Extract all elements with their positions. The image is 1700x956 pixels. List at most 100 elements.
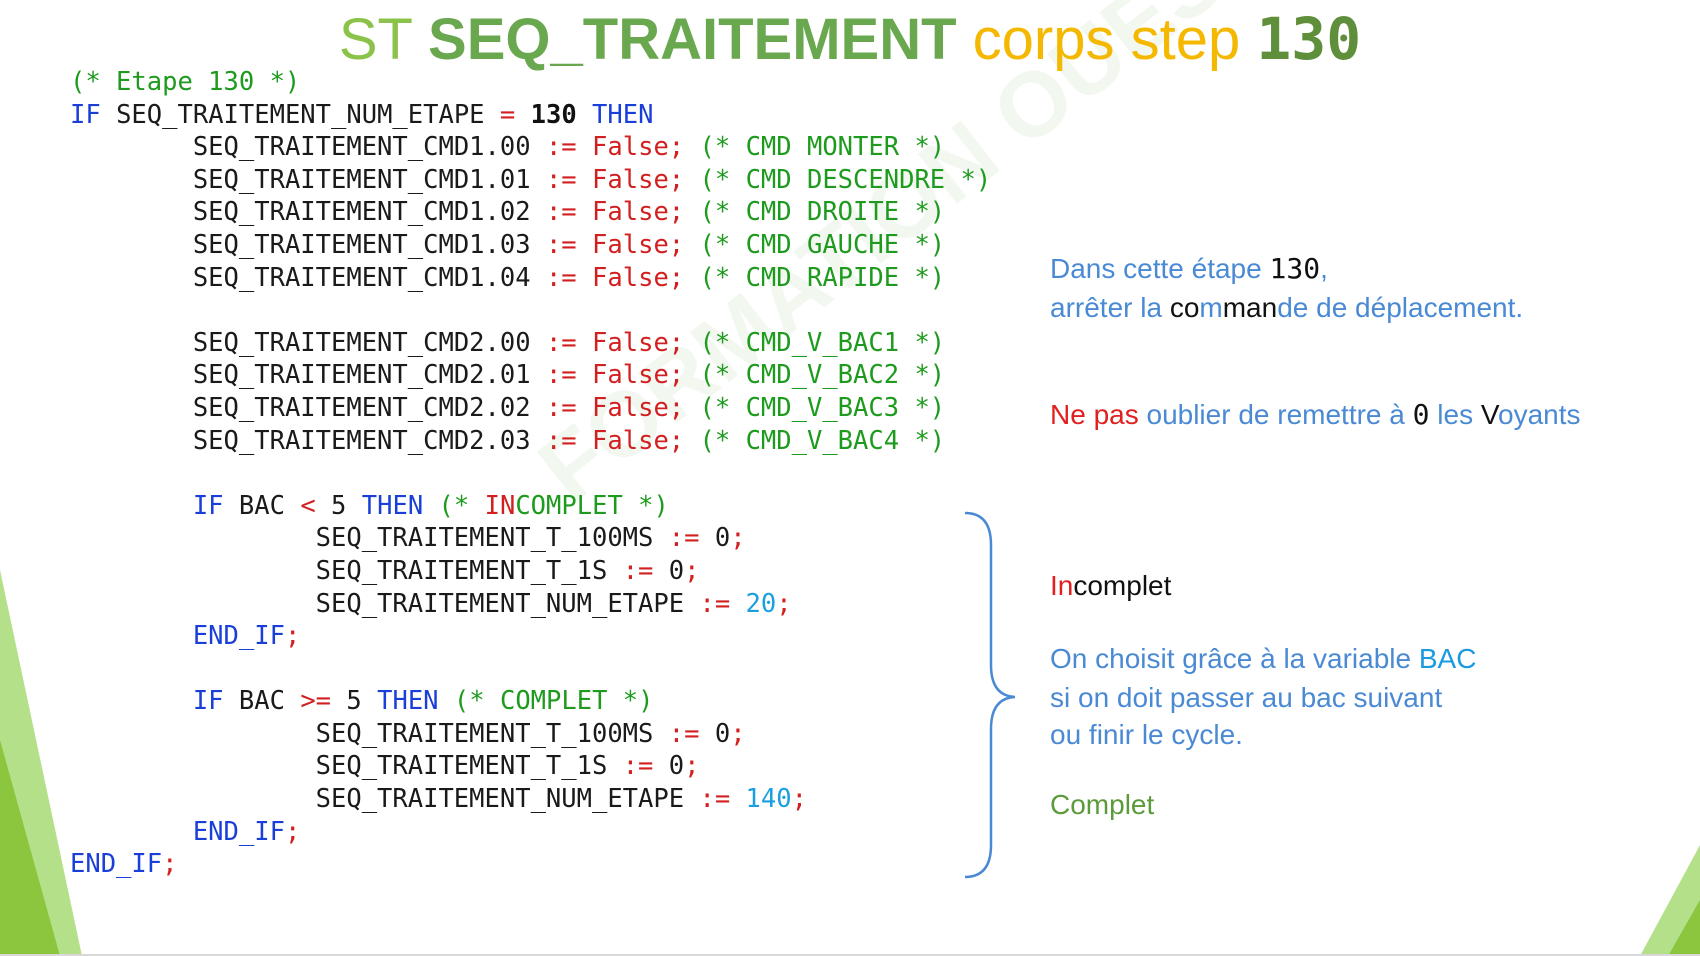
code-operator: := <box>545 229 577 260</box>
code-value: False <box>592 197 669 228</box>
code-comment: (* CMD MONTER *) <box>699 132 946 163</box>
code-line: SEQ_TRAITEMENT_CMD1.02 := False; (* CMD … <box>70 196 991 229</box>
note-text: Dans cette étape <box>1050 253 1270 284</box>
code-operator: := <box>545 164 577 195</box>
code-keyword: IF <box>192 686 224 717</box>
note-text: les <box>1429 399 1481 430</box>
code-line: IF SEQ_TRAITEMENT_NUM_ETAPE = 130 THEN <box>70 99 991 132</box>
code-comment: (* CMD DESCENDRE *) <box>699 164 992 195</box>
code-comment: (* CMD_V_BAC1 *) <box>699 327 946 358</box>
code-line: SEQ_TRAITEMENT_CMD1.01 := False; (* CMD … <box>70 164 991 197</box>
note-text: On choisit grâce à la variable <box>1050 643 1419 674</box>
note-text: , <box>1320 253 1328 284</box>
code-variable: SEQ_TRAITEMENT_NUM_ETAPE <box>315 588 685 619</box>
note-text-red: In <box>1050 570 1074 601</box>
code-operator: := <box>622 751 654 782</box>
curly-brace-path <box>964 511 1015 879</box>
note-text-dark: complet <box>1073 570 1172 601</box>
note-text-dark: V <box>1480 399 1498 430</box>
code-operator: := <box>668 523 700 554</box>
code-semicolon: ; <box>668 229 685 260</box>
code-variable: SEQ_TRAITEMENT_T_100MS <box>315 718 654 749</box>
code-number: 0 <box>714 523 731 554</box>
code-semicolon: ; <box>162 849 178 880</box>
code-variable: SEQ_TRAITEMENT_CMD1.00 <box>192 132 531 163</box>
code-line: END_IF; <box>70 620 991 653</box>
code-operator: >= <box>300 686 332 717</box>
code-semicolon: ; <box>668 164 685 195</box>
note-text: e de déplacement. <box>1292 292 1524 323</box>
title-part-corps-step: corps step <box>956 7 1257 72</box>
code-line: SEQ_TRAITEMENT_T_1S := 0; <box>70 555 991 588</box>
code-variable: SEQ_TRAITEMENT_CMD2.03 <box>192 425 531 456</box>
code-semicolon: ; <box>668 327 685 358</box>
code-number: 130 <box>530 99 577 130</box>
code-keyword: IF <box>70 99 101 130</box>
code-semicolon: ; <box>668 132 685 163</box>
code-line: SEQ_TRAITEMENT_CMD1.03 := False; (* CMD … <box>70 229 991 262</box>
code-line: SEQ_TRAITEMENT_CMD2.02 := False; (* CMD_… <box>70 392 991 425</box>
code-line: SEQ_TRAITEMENT_CMD2.00 := False; (* CMD_… <box>70 327 991 360</box>
code-semicolon: ; <box>684 555 700 586</box>
code-line: END_IF; <box>70 848 991 881</box>
note-step-number: 130 <box>1269 252 1321 285</box>
code-variable: SEQ_TRAITEMENT_CMD2.00 <box>192 327 531 358</box>
code-line: SEQ_TRAITEMENT_T_1S := 0; <box>70 750 991 783</box>
note-variable-bac: BAC <box>1418 643 1477 674</box>
left-triangle-dark <box>0 740 60 956</box>
code-line-blank <box>70 653 991 686</box>
code-semicolon: ; <box>668 197 685 228</box>
code-line: SEQ_TRAITEMENT_T_100MS := 0; <box>70 522 991 555</box>
code-comment: (* CMD_V_BAC2 *) <box>699 360 946 391</box>
code-semicolon: ; <box>730 523 746 554</box>
code-line: END_IF; <box>70 816 991 849</box>
code-variable: SEQ_TRAITEMENT_CMD1.04 <box>192 262 531 293</box>
code-comment: (* CMD DROITE *) <box>699 197 946 228</box>
code-operator: := <box>622 555 654 586</box>
note-text-red: Ne pas <box>1050 399 1139 430</box>
code-semicolon: ; <box>668 425 685 456</box>
code-variable: SEQ_TRAITEMENT_CMD2.01 <box>192 360 531 391</box>
note-bac-choice-line2: si on doit passer au bac suivant <box>1050 682 1443 713</box>
code-line: SEQ_TRAITEMENT_NUM_ETAPE := 140; <box>70 783 991 816</box>
code-line: SEQ_TRAITEMENT_NUM_ETAPE := 20; <box>70 588 991 621</box>
code-variable: SEQ_TRAITEMENT_CMD1.02 <box>192 197 531 228</box>
bottom-border <box>0 954 1700 956</box>
code-operator: < <box>300 490 316 521</box>
code-line: SEQ_TRAITEMENT_CMD1.00 := False; (* CMD … <box>70 131 991 164</box>
title-part-step-number: 130 <box>1256 5 1362 73</box>
note-stop-command: arrêter la commande de déplacement. <box>1050 289 1523 327</box>
code-keyword: END_IF <box>192 621 285 652</box>
code-line-blank <box>70 457 991 490</box>
code-variable: BAC <box>238 686 285 717</box>
note-text: oyants <box>1498 399 1581 430</box>
code-line: IF BAC < 5 THEN (* INCOMPLET *) <box>70 490 991 523</box>
code-line: SEQ_TRAITEMENT_CMD2.03 := False; (* CMD_… <box>70 425 991 458</box>
right-triangle-dark <box>1668 900 1700 956</box>
curly-brace <box>964 511 1015 879</box>
code-comment: (* Etape 130 *) <box>70 67 301 97</box>
code-keyword: THEN <box>361 490 424 521</box>
code-operator: := <box>699 784 731 815</box>
code-comment: (* COMPLET *) <box>453 686 654 717</box>
code-number: 140 <box>745 784 792 815</box>
code-number: 5 <box>331 490 347 521</box>
code-operator: := <box>545 392 577 423</box>
code-value: False <box>592 164 669 195</box>
code-keyword: END_IF <box>192 816 285 847</box>
code-operator: = <box>499 99 516 130</box>
code-variable: SEQ_TRAITEMENT_T_1S <box>315 751 608 782</box>
code-line: SEQ_TRAITEMENT_CMD2.01 := False; (* CMD_… <box>70 359 991 392</box>
code-comment: (* CMD GAUCHE *) <box>699 229 946 260</box>
code-line: (* Etape 130 *) <box>70 66 991 99</box>
code-operator: := <box>545 132 577 163</box>
note-step-intro: Dans cette étape 130, <box>1050 250 1328 288</box>
code-operator: := <box>545 197 577 228</box>
code-variable: SEQ_TRAITEMENT_NUM_ETAPE <box>116 99 485 130</box>
code-comment: (* CMD_V_BAC3 *) <box>699 392 946 423</box>
code-comment: COMPLET *) <box>515 490 669 521</box>
note-text: m <box>1199 292 1223 323</box>
note-text: d <box>1277 292 1293 323</box>
code-number: 5 <box>346 686 362 717</box>
